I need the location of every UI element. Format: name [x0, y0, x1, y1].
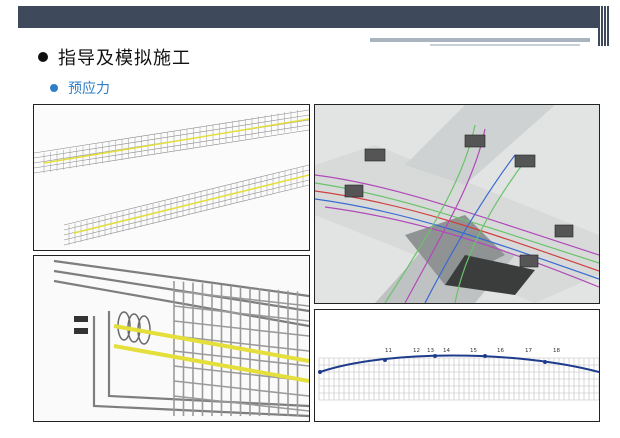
joint-tendons-image	[315, 105, 599, 303]
subtitle-bullet	[50, 84, 58, 92]
header-stripe-thin	[430, 44, 580, 46]
header-stripe	[370, 38, 590, 42]
header-bar	[18, 6, 610, 28]
rebar-closeup-image	[34, 256, 309, 421]
profile-label-18: 18	[553, 348, 560, 354]
slide-subtitle: 预应力	[68, 81, 110, 97]
title-bullet	[38, 52, 48, 62]
panel-beam-rebar	[33, 104, 310, 251]
tendon-profile-drawing: 11 12 13 14 15 16 17 18	[315, 310, 599, 421]
beam-rebar-image	[34, 105, 309, 250]
profile-label-14: 14	[443, 348, 450, 354]
title-row: 指导及模拟施工	[38, 44, 191, 70]
subtitle-row: 预应力	[50, 78, 110, 98]
profile-label-15: 15	[470, 348, 477, 354]
slide-title: 指导及模拟施工	[58, 48, 191, 69]
panel-rebar-closeup	[33, 255, 310, 422]
profile-label-12: 12	[413, 348, 420, 354]
panel-joint-tendons	[314, 104, 600, 304]
profile-label-16: 16	[497, 348, 504, 354]
panel-tendon-profile: 11 12 13 14 15 16 17 18	[314, 309, 600, 422]
header-accent	[598, 6, 610, 46]
profile-label-11: 11	[385, 348, 392, 354]
profile-label-13: 13	[427, 348, 434, 354]
profile-label-17: 17	[525, 348, 532, 354]
